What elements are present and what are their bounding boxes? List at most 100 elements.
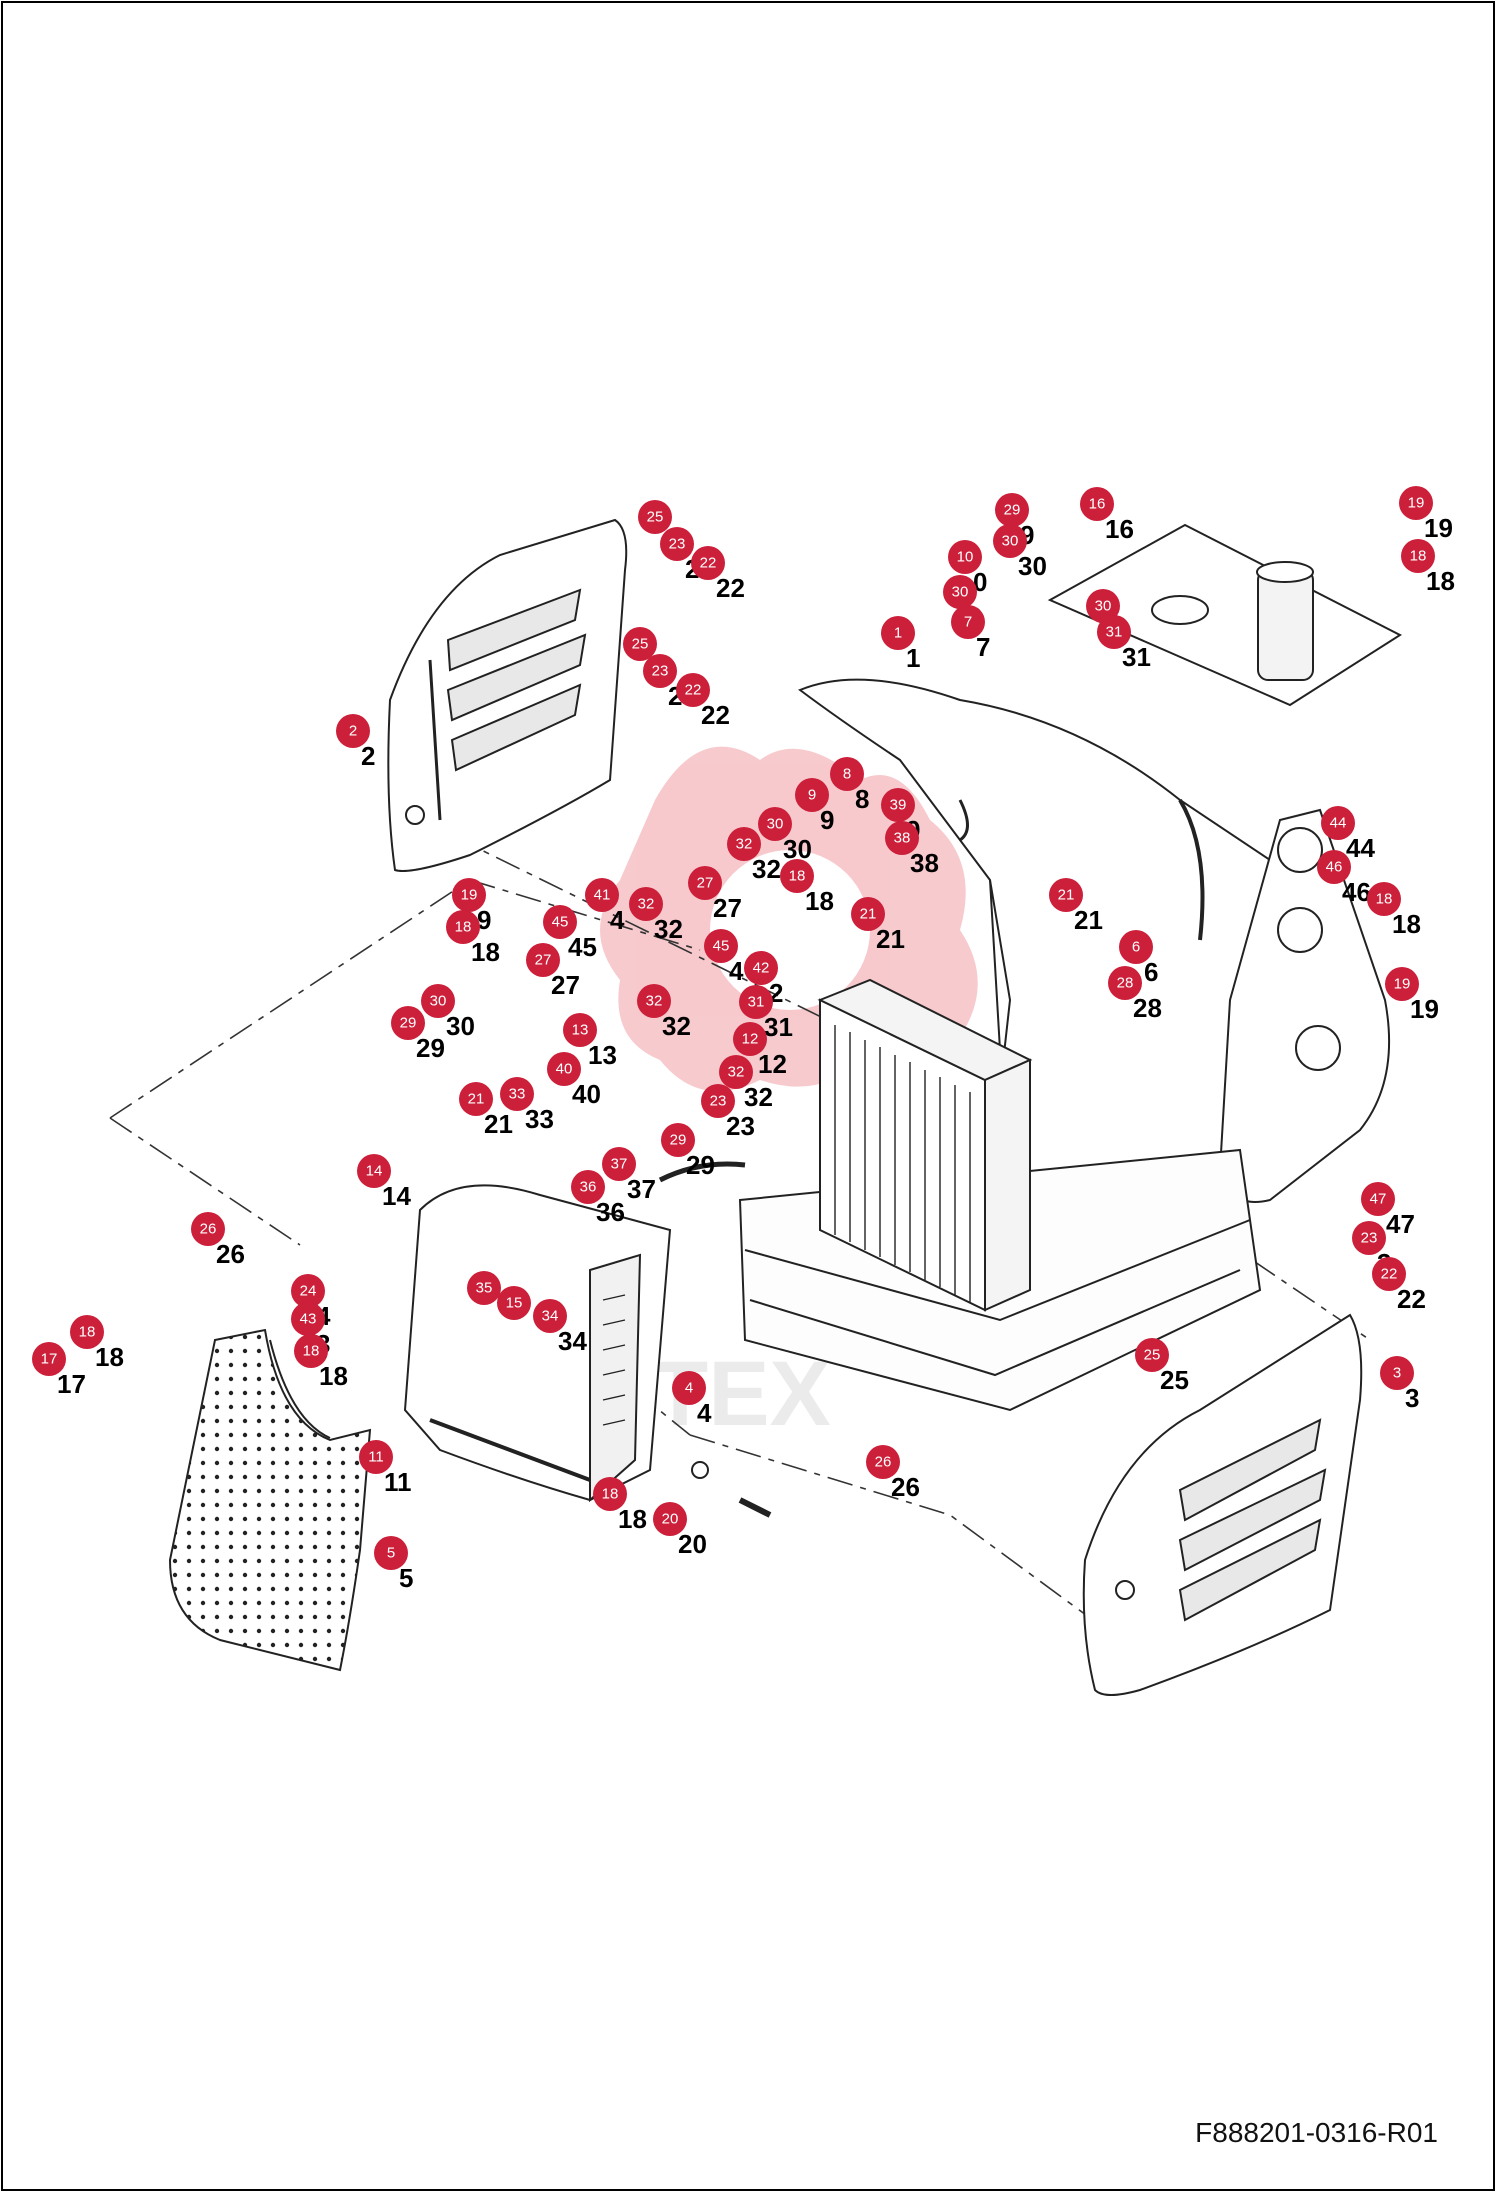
callout-badge-number: 18 [1410, 548, 1427, 565]
callout-badge-number: 38 [894, 830, 911, 847]
callout-badge: 23 [660, 527, 694, 561]
callout-badge: 32 [629, 887, 663, 921]
callout-badge-number: 32 [736, 836, 753, 853]
callout-layer: 2522322222252232222222299161630301003007… [32, 486, 1455, 1593]
callout-label: 19 [1424, 513, 1453, 543]
callout-badge: 25 [638, 500, 672, 534]
callout-23: 232 [643, 654, 682, 711]
callout-badge-number: 16 [1089, 496, 1106, 513]
callout-badge: 27 [688, 866, 722, 900]
callout-badge-number: 18 [79, 1324, 96, 1341]
callout-label: 34 [558, 1326, 587, 1356]
callout-label: 18 [95, 1342, 124, 1372]
callout-label: 14 [382, 1181, 411, 1211]
callout-label: 18 [805, 886, 834, 916]
callout-badge-number: 21 [860, 906, 877, 923]
callout-badge: 10 [948, 540, 982, 574]
callout-badge-number: 8 [843, 766, 851, 783]
callout-label: 3 [1405, 1383, 1419, 1413]
callout-badge: 25 [1135, 1338, 1169, 1372]
callout-label: 9 [477, 905, 491, 935]
callout-label: 21 [1074, 905, 1103, 935]
callout-badge: 24 [291, 1274, 325, 1308]
callout-8: 88 [830, 757, 869, 814]
callout-label: 28 [1133, 993, 1162, 1023]
callout-badge: 8 [830, 757, 864, 791]
callout-badge: 17 [32, 1342, 66, 1376]
callout-label: 22 [1397, 1284, 1426, 1314]
callout-badge-number: 24 [300, 1283, 317, 1300]
callout-badge-number: 31 [1106, 624, 1123, 641]
callout-badge-number: 10 [957, 549, 974, 566]
callout-label: 20 [678, 1529, 707, 1559]
callout-badge-number: 4 [685, 1380, 693, 1397]
callout-badge-number: 36 [580, 1179, 597, 1196]
callout-label: 21 [876, 924, 905, 954]
callout-badge: 22 [676, 673, 710, 707]
callout-badge: 27 [526, 943, 560, 977]
callout-badge-number: 37 [611, 1156, 628, 1173]
callout-badge-number: 6 [1132, 939, 1140, 956]
callout-badge: 18 [446, 910, 480, 944]
callout-badge-number: 43 [300, 1311, 317, 1328]
callout-badge-number: 23 [1361, 1230, 1378, 1247]
callout-label: 22 [716, 573, 745, 603]
callout-badge: 1 [881, 616, 915, 650]
callout-badge-number: 3 [1393, 1365, 1401, 1382]
callout-badge: 32 [719, 1055, 753, 1089]
callout-badge-number: 30 [430, 993, 447, 1010]
callout-badge-number: 23 [669, 536, 686, 553]
callout-badge-number: 9 [808, 787, 816, 804]
callout-badge: 14 [357, 1154, 391, 1188]
callout-badge-number: 28 [1117, 975, 1134, 992]
callout-label: 18 [618, 1504, 647, 1534]
callout-badge-number: 19 [1408, 495, 1425, 512]
callout-label: 38 [910, 848, 939, 878]
callout-badge-number: 30 [952, 584, 969, 601]
callout-badge-number: 31 [748, 994, 765, 1011]
callout-badge: 22 [1372, 1257, 1406, 1291]
callout-badge: 18 [70, 1315, 104, 1349]
callout-badge: 34 [533, 1299, 567, 1333]
callout-label: 4 [729, 956, 744, 986]
callout-badge: 29 [391, 1006, 425, 1040]
perforated-front-screen [168, 1328, 372, 1672]
callout-badge: 38 [885, 821, 919, 855]
callout-label: 4 [610, 905, 625, 935]
callout-badge-number: 32 [728, 1064, 745, 1081]
callout-badge-number: 27 [697, 875, 714, 892]
callout-badge-number: 42 [753, 960, 770, 977]
callout-label: 36 [596, 1197, 625, 1227]
callout-badge: 15 [497, 1286, 531, 1320]
callout-badge: 16 [1080, 487, 1114, 521]
callout-badge: 40 [547, 1052, 581, 1086]
callout-badge-number: 32 [638, 896, 655, 913]
callout-badge: 26 [866, 1445, 900, 1479]
callout-label: 45 [568, 932, 597, 962]
callout-label: 9 [820, 805, 834, 835]
callout-badge: 30 [993, 524, 1027, 558]
